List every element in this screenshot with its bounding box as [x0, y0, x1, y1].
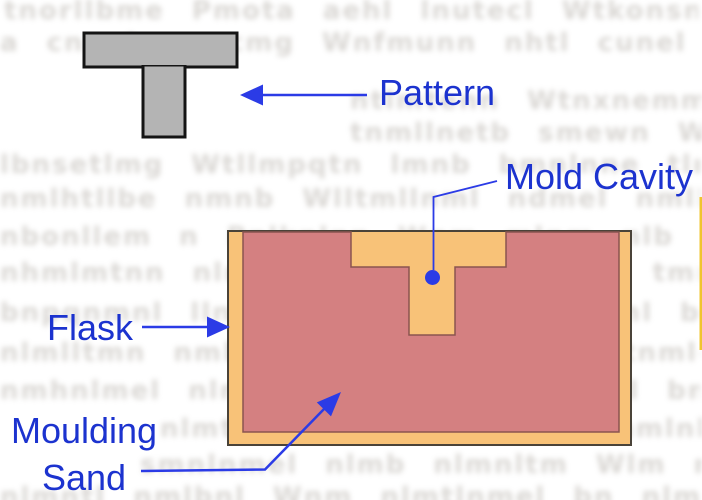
flask-arrow: [142, 316, 230, 338]
mold-cavity-label: Mold Cavity: [505, 156, 694, 197]
pattern-bar-fill: [87, 36, 234, 65]
moulding-sand-label-line2: Sand: [41, 457, 127, 498]
pattern-label: Pattern: [379, 72, 496, 113]
pattern-arrow: [240, 84, 367, 106]
pattern-shape: [82, 31, 239, 139]
pattern-stem: [141, 63, 187, 139]
flask-label: Flask: [47, 307, 134, 348]
right-edge-highlight: [699, 197, 702, 350]
moulding-sand-body: [242, 231, 620, 433]
moulding-sand-arrow: [140, 392, 341, 473]
moulding-sand-label-line1: Moulding: [10, 410, 158, 451]
mold-cavity-leader-line: [425, 180, 498, 285]
mold-cavity-dot: [425, 270, 440, 285]
moulding-sand-label: Moulding Sand: [0, 407, 168, 500]
